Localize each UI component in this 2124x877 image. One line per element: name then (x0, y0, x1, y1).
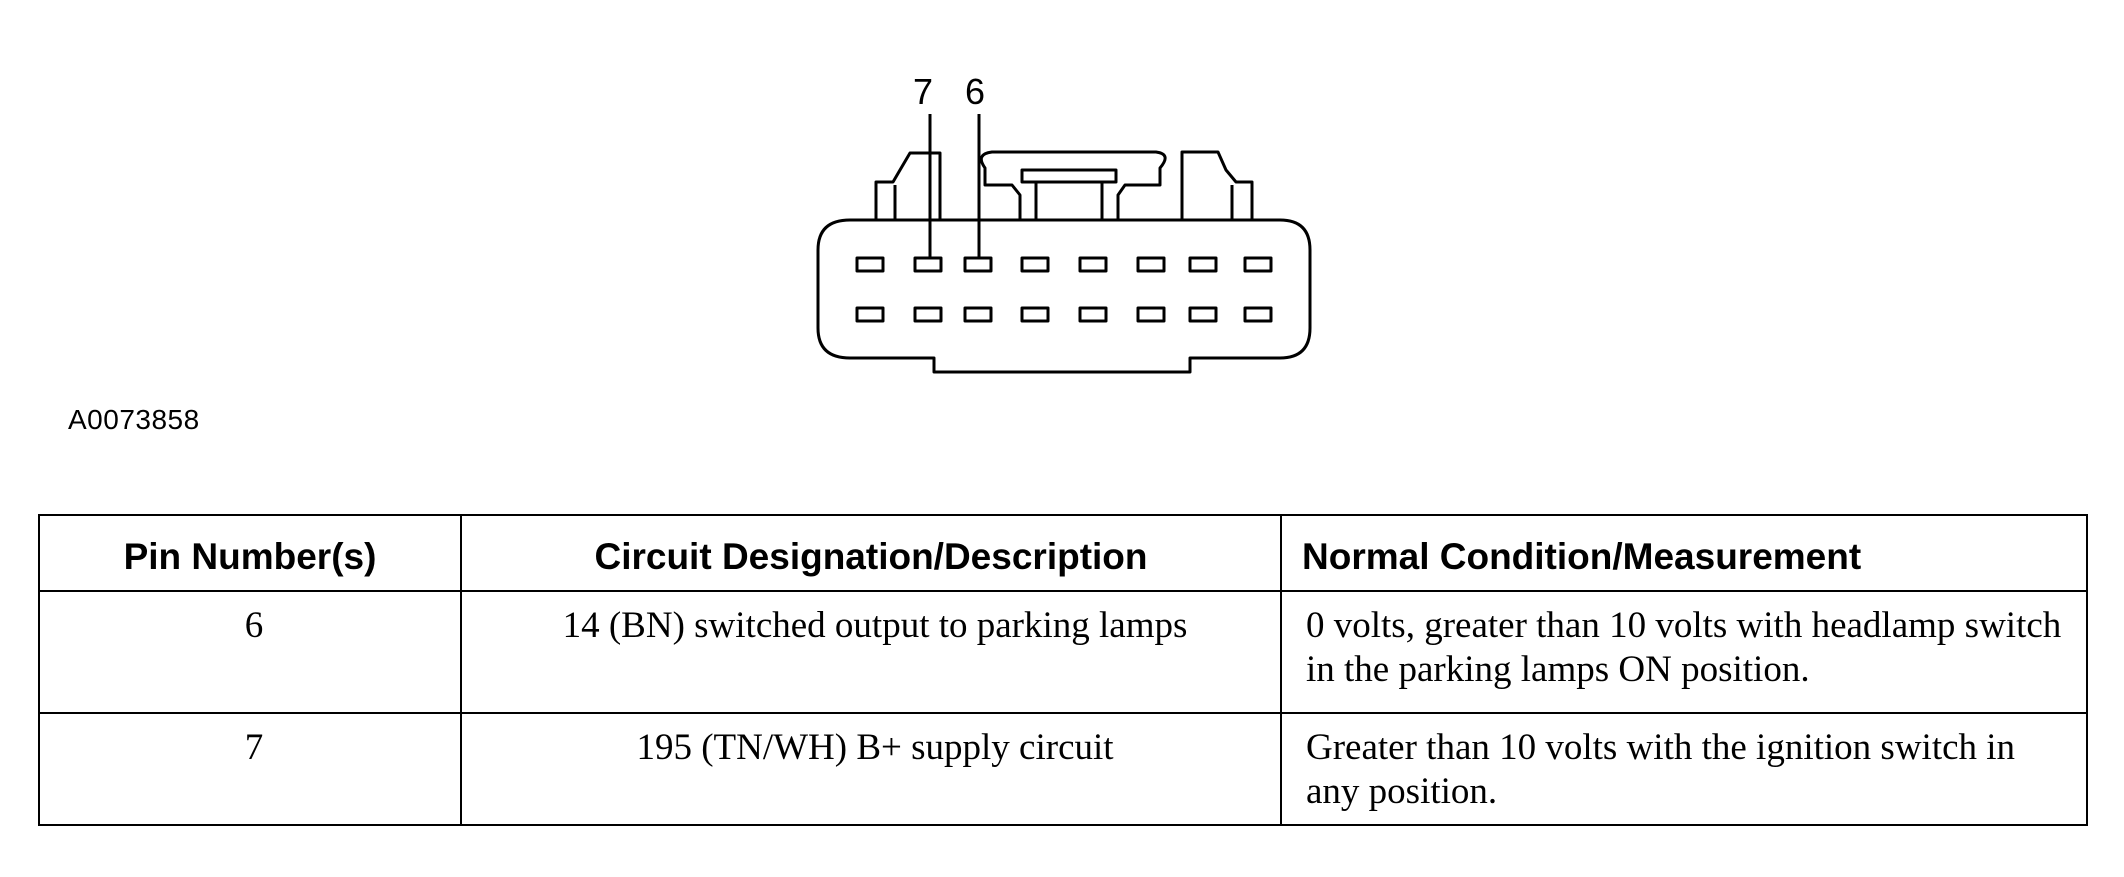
normal-condition-cell: Greater than 10 volts with the ignition … (1280, 712, 2088, 826)
terminal (855, 306, 885, 323)
pin-number-cell: 6 (38, 590, 462, 714)
header-pin-numbers: Pin Number(s) (38, 514, 462, 592)
terminal (1136, 256, 1166, 273)
connector-diagram: 7 6 (816, 71, 1312, 374)
terminal (1020, 256, 1050, 273)
terminal (1243, 306, 1273, 323)
header-circuit-description: Circuit Designation/Description (460, 514, 1282, 592)
terminal (855, 256, 885, 273)
callout-label-pin-7: 7 (913, 71, 933, 112)
terminal (1188, 306, 1218, 323)
key-tab (1020, 168, 1118, 184)
table-header-row: Pin Number(s) Circuit Designation/Descri… (38, 514, 2088, 592)
terminal (1078, 256, 1108, 273)
terminal (963, 306, 993, 323)
header-normal-condition: Normal Condition/Measurement (1280, 514, 2088, 592)
terminal (1078, 306, 1108, 323)
normal-condition-cell: 0 volts, greater than 10 volts with head… (1280, 590, 2088, 714)
circuit-description-cell: 14 (BN) switched output to parking lamps (460, 590, 1282, 714)
terminal (1136, 306, 1166, 323)
terminal (1188, 256, 1218, 273)
locking-key (979, 150, 1167, 220)
table-row: 6 14 (BN) switched output to parking lam… (38, 590, 2088, 714)
callout-label-pin-6: 6 (965, 71, 985, 112)
left-latch (874, 151, 942, 220)
terminal (913, 306, 943, 323)
right-latch (1180, 150, 1254, 220)
connector-body (816, 218, 1312, 374)
pin-table: Pin Number(s) Circuit Designation/Descri… (38, 514, 2088, 826)
terminal-pin-7 (913, 256, 943, 273)
pin-number-cell: 7 (38, 712, 462, 826)
circuit-description-cell: 195 (TN/WH) B+ supply circuit (460, 712, 1282, 826)
terminal (1020, 306, 1050, 323)
key-slot (1034, 180, 1104, 222)
terminal (1243, 256, 1273, 273)
table-row: 7 195 (TN/WH) B+ supply circuit Greater … (38, 712, 2088, 826)
terminal-pin-6 (963, 256, 993, 273)
figure-id: A0073858 (68, 404, 200, 435)
